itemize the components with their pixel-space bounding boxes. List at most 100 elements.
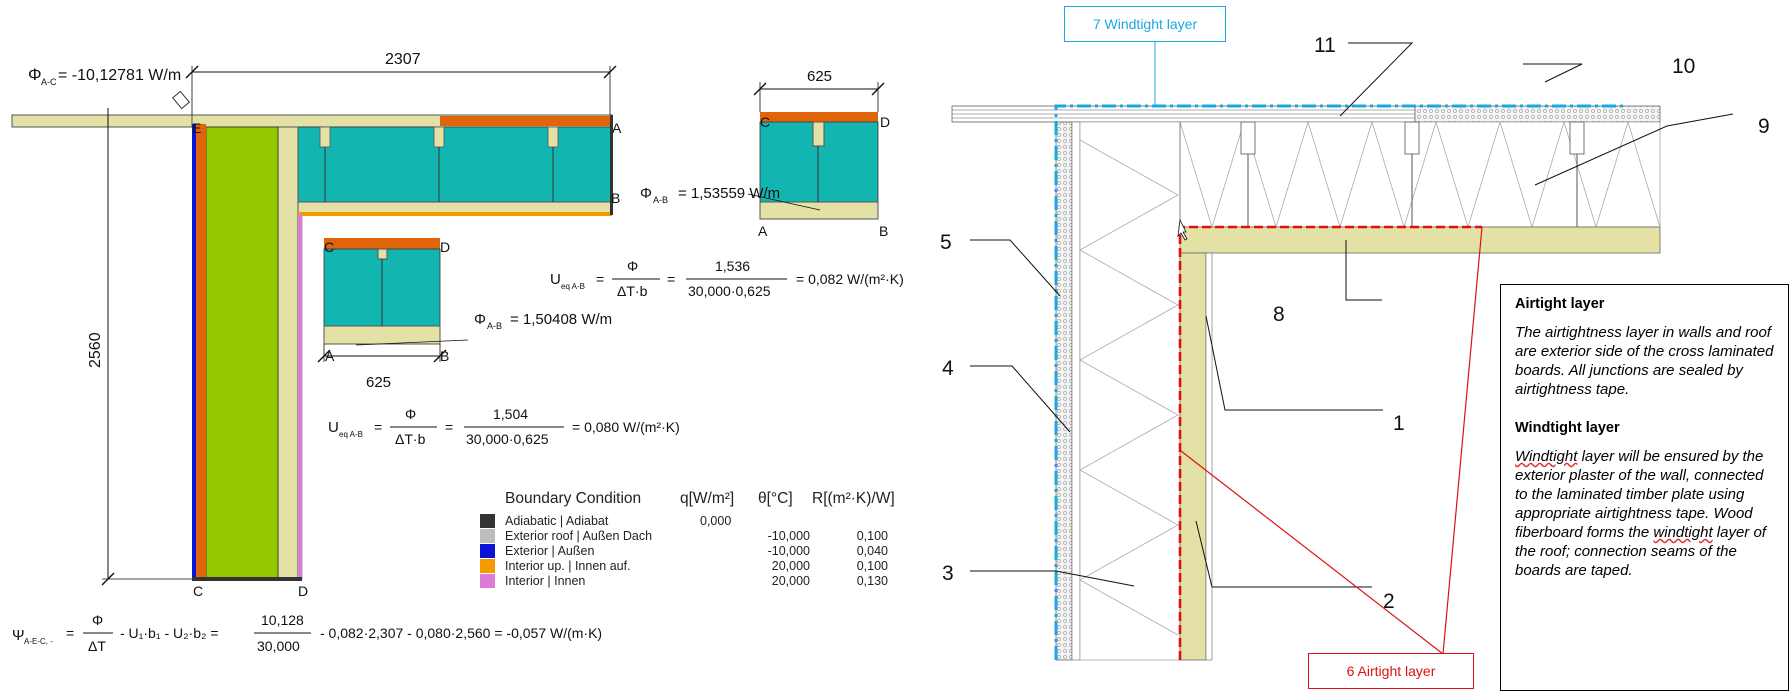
note-text-windtight: Windtight layer will be ensured by the e… xyxy=(1515,447,1778,580)
wall-insulation xyxy=(205,126,279,580)
boundary-row: Interior | Innen 20,000 0,130 xyxy=(480,574,910,589)
detail-panel-1 xyxy=(747,82,885,220)
boundary-title: Boundary Condition xyxy=(505,490,642,507)
note-word-windtight-2: windtight xyxy=(1653,524,1713,541)
label-A: A xyxy=(612,120,622,136)
num-9: 9 xyxy=(1758,115,1770,138)
detail1-C: C xyxy=(760,114,770,130)
note-text-windtight-end: layer of the roof; connection seams of t… xyxy=(1515,524,1766,579)
detail2-den: ΔT·b xyxy=(395,431,426,447)
psi-eq: = xyxy=(66,625,74,641)
interior-upper-boundary xyxy=(298,212,612,216)
num-11: 11 xyxy=(1314,34,1336,57)
header-r: R[(m²·K)/W] xyxy=(812,490,895,507)
detail2-C: C xyxy=(324,239,334,255)
num-1: 1 xyxy=(1393,412,1405,435)
psi-tail: - 0,082·2,307 - 0,080·2,560 = -0,057 W/(… xyxy=(320,625,602,641)
num-3: 3 xyxy=(942,562,954,585)
psi-num2: 10,128 xyxy=(261,612,304,628)
boundary-swatch xyxy=(480,529,495,543)
detail1-u-sub: eq A-B xyxy=(561,282,585,291)
num-4: 4 xyxy=(942,357,954,380)
num-8: 8 xyxy=(1273,303,1285,326)
boundary-q: 0,000 xyxy=(700,514,732,528)
boundary-name: Exterior roof | Außen Dach xyxy=(505,529,653,543)
boundary-swatch xyxy=(480,559,495,573)
label-E: E xyxy=(192,120,201,136)
header-q: q[W/m²] xyxy=(680,490,735,507)
note-text-windtight-body: layer will be ensured by the exterior pl… xyxy=(1515,448,1764,541)
detail1-phi-value: = 1,53559 W/m xyxy=(678,185,780,202)
wall-plaster-fiber xyxy=(1055,121,1073,661)
phi-ac-value: = -10,12781 W/m xyxy=(58,67,181,84)
boundary-r: 0,130 xyxy=(856,574,888,588)
construction-detail xyxy=(951,40,1734,661)
airtight-label: 6 Airtight layer xyxy=(1308,653,1474,689)
note-word-windtight: Windtight xyxy=(1515,448,1578,465)
detail2-D: D xyxy=(440,239,450,255)
detail2-phi-value: = 1,50408 W/m xyxy=(510,311,612,328)
detail2-u: U xyxy=(328,419,339,436)
psi-mid: - U₁·b₁ - U₂·b₂ = xyxy=(120,625,219,641)
detail1-num: Φ xyxy=(627,258,638,274)
dim-left-label: 2560 xyxy=(87,332,104,368)
tape-symbol xyxy=(171,90,191,110)
note-heading-airtight: Airtight layer xyxy=(1515,296,1605,312)
note-heading-windtight: Windtight layer xyxy=(1515,420,1620,436)
detail1-den: ΔT·b xyxy=(617,283,648,299)
detail1-phi: Φ xyxy=(640,185,652,202)
roof-boards xyxy=(951,105,1416,123)
exterior-boundary xyxy=(192,124,196,579)
psi-den2: 30,000 xyxy=(257,638,300,654)
label-B: B xyxy=(611,190,620,206)
boundary-theta: -10,000 xyxy=(767,529,810,543)
detail1-num2: 1,536 xyxy=(715,258,750,274)
boundary-name: Interior | Innen xyxy=(505,574,586,588)
windtight-line xyxy=(1054,104,1625,660)
roof-slab-overhang xyxy=(11,114,193,128)
dim-top-label: 2307 xyxy=(385,51,421,68)
detail2-width: 625 xyxy=(366,374,391,391)
detail1-phi-sub: A-B xyxy=(653,195,668,205)
windtight-label: 7 Windtight layer xyxy=(1064,6,1226,42)
note-box: Airtight layer The airtightness layer in… xyxy=(1500,284,1789,691)
label-C: C xyxy=(193,583,203,599)
num-2: 2 xyxy=(1383,590,1395,613)
detail1-u: U xyxy=(550,271,561,288)
adiabatic-boundary-right xyxy=(610,115,613,215)
boundary-swatch xyxy=(480,544,495,558)
detail2-den2: 30,000·0,625 xyxy=(466,431,549,447)
detail1-eq2: = xyxy=(667,271,675,287)
boundary-theta: 20,000 xyxy=(771,574,810,588)
label-D: D xyxy=(298,583,308,599)
detail1-D: D xyxy=(880,114,890,130)
psi-num: Φ xyxy=(92,612,103,628)
boundary-legend: Boundary Condition q[W/m²] θ[°C] R[(m²·K… xyxy=(480,490,910,589)
boundary-swatch xyxy=(480,574,495,588)
boundary-name: Exterior | Außen xyxy=(505,544,595,558)
detail1-result: = 0,082 W/(m²·K) xyxy=(796,271,904,287)
interior-boundary xyxy=(298,214,302,579)
header-theta: θ[°C] xyxy=(758,490,793,507)
detail2-result: = 0,080 W/(m²·K) xyxy=(572,419,680,435)
screws xyxy=(324,147,554,202)
roof-clt-plate xyxy=(1179,226,1661,254)
detail2-eq2: = xyxy=(445,419,453,435)
wall-plate-vertical xyxy=(277,126,299,580)
wall-clt-plate xyxy=(1179,252,1207,661)
detail2-u-sub: eq A-B xyxy=(339,430,363,439)
boundary-theta: 20,000 xyxy=(771,559,810,573)
boundary-swatch xyxy=(480,514,495,528)
detail-panel-2 xyxy=(317,238,469,363)
num-10: 10 xyxy=(1672,55,1695,78)
detail1-eq1: = xyxy=(596,271,604,287)
boundary-r: 0,100 xyxy=(856,559,888,573)
adiabatic-boundary-bottom xyxy=(192,577,302,581)
airtight-line xyxy=(1178,225,1482,660)
detail1-B: B xyxy=(879,223,888,239)
